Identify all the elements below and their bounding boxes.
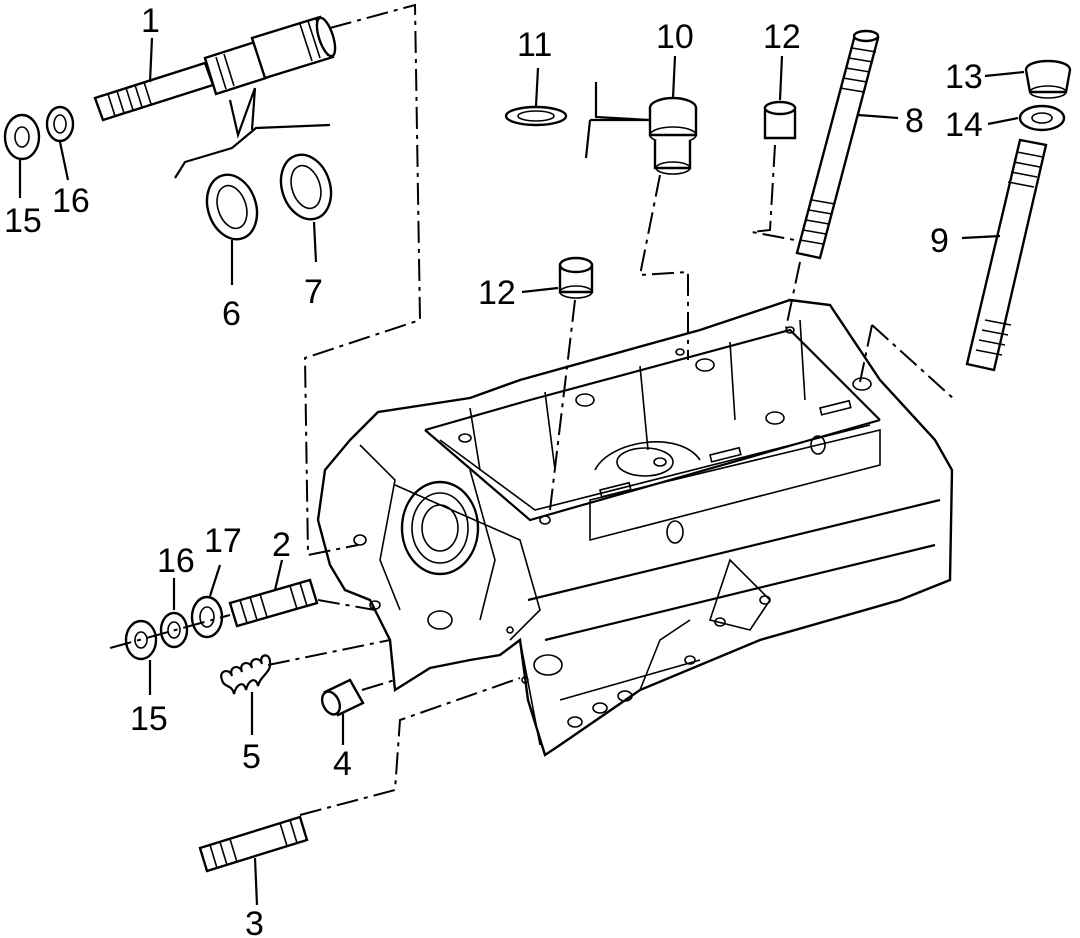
label-leaders: [18, 37, 1025, 906]
label-part-10: 10: [656, 18, 694, 56]
part-number-labels: 1 15 16 6 7 11 10 12 12 8 13 14 9 16 17 …: [4, 2, 983, 938]
part-6-sealing-ring: [205, 173, 259, 241]
part-15-nut-top: [3, 113, 41, 161]
part-11-o-ring: [504, 105, 568, 127]
label-part-1: 1: [141, 2, 160, 40]
label-part-4: 4: [333, 745, 352, 783]
part-12-dowel-left: [558, 256, 594, 299]
label-part-2: 2: [272, 526, 291, 564]
label-part-11: 11: [517, 26, 552, 64]
part-2-short-stud: [228, 578, 319, 628]
label-part-12-left: 12: [478, 274, 516, 312]
part-8-long-stud: [795, 29, 880, 260]
part-3-stud: [198, 815, 309, 873]
part-7-sealing-ring: [279, 153, 333, 221]
label-part-3: 3: [245, 905, 264, 938]
crankcase-block: [316, 298, 954, 757]
part-5-spring: [220, 654, 272, 695]
part-9-long-stud: [965, 138, 1048, 372]
label-part-14: 14: [945, 106, 983, 144]
rings-bracket: [174, 87, 331, 179]
label-part-12-top: 12: [763, 18, 801, 56]
label-part-7: 7: [304, 273, 323, 311]
label-part-15-bottom: 15: [130, 700, 168, 738]
label-part-9: 9: [930, 222, 949, 260]
label-part-16-top: 16: [52, 182, 90, 220]
assembly-leader-lines: [267, 3, 956, 816]
label-part-5: 5: [242, 738, 261, 776]
part-16-washer-top: [45, 105, 75, 143]
label-part-13: 13: [945, 58, 983, 96]
label-part-6: 6: [222, 295, 241, 333]
part-15-nut-bottom: [124, 619, 158, 661]
label-part-15-top: 15: [4, 202, 42, 240]
part-10-nozzle: [584, 82, 698, 175]
part-12-dowel-top: [763, 100, 797, 140]
part-1-long-stud: [93, 15, 337, 122]
label-part-17: 17: [204, 522, 242, 560]
part-13-cap-nut: [1024, 59, 1072, 99]
bottom-left-axis-line: [109, 614, 231, 649]
label-part-16-bottom: 16: [157, 542, 195, 580]
part-17-seal-washer: [190, 595, 224, 639]
part-14-washer: [1018, 104, 1066, 132]
label-part-8: 8: [905, 102, 924, 140]
part-4-plug: [320, 678, 365, 717]
